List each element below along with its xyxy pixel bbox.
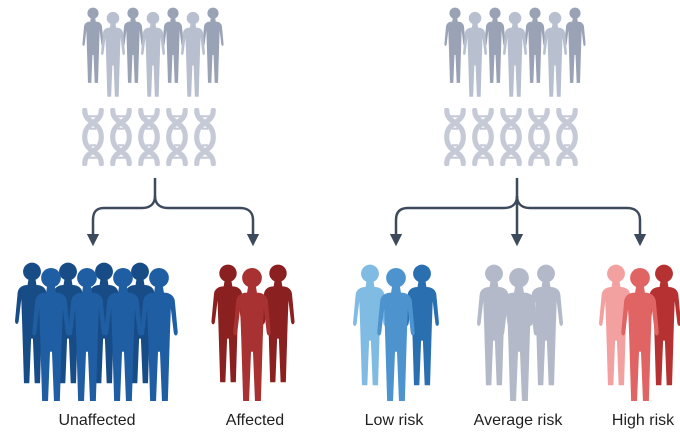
person-icon	[141, 11, 165, 97]
low-risk-group-icon	[353, 264, 439, 402]
right-dna-icon	[447, 110, 576, 164]
person-icon	[543, 11, 567, 97]
left-dna-icon	[85, 110, 214, 164]
low-risk-label: Low risk	[364, 412, 424, 429]
dna-helix-icon	[503, 110, 520, 164]
person-icon	[202, 7, 224, 83]
person-icon	[500, 267, 538, 402]
person-icon	[599, 264, 633, 386]
person-icon	[82, 7, 104, 83]
unaffected-label: Unaffected	[58, 412, 136, 429]
dna-helix-icon	[559, 110, 576, 164]
person-icon	[122, 7, 144, 83]
person-icon	[181, 11, 205, 97]
person-icon	[477, 264, 511, 386]
right-population-icon	[444, 7, 586, 97]
person-icon	[524, 7, 546, 83]
average-risk-group-icon	[477, 264, 563, 402]
dna-helix-icon	[85, 110, 102, 164]
person-icon	[463, 11, 487, 97]
affected-label: Affected	[225, 412, 285, 429]
right-branch-arrow-icon	[389, 178, 647, 247]
average-risk-label: Average risk	[473, 412, 563, 429]
affected-group-icon	[211, 264, 295, 402]
dna-helix-icon	[475, 110, 492, 164]
person-icon	[503, 11, 527, 97]
left-branch-arrow-icon	[86, 178, 260, 247]
unaffected-group-icon	[15, 262, 178, 402]
person-icon	[484, 7, 506, 83]
left-population-icon	[82, 7, 224, 97]
person-icon	[101, 11, 125, 97]
high-risk-group-icon	[599, 264, 680, 402]
dna-helix-icon	[447, 110, 464, 164]
person-icon	[647, 264, 680, 386]
dna-helix-icon	[169, 110, 186, 164]
dna-helix-icon	[197, 110, 214, 164]
person-icon	[564, 7, 586, 83]
dna-helix-icon	[141, 110, 158, 164]
high-risk-label: High risk	[611, 412, 675, 429]
person-icon	[233, 267, 271, 402]
person-icon	[444, 7, 466, 83]
person-icon	[377, 267, 415, 402]
person-icon	[162, 7, 184, 83]
dna-helix-icon	[531, 110, 548, 164]
person-icon	[621, 267, 659, 402]
dna-helix-icon	[113, 110, 130, 164]
person-icon	[211, 264, 245, 383]
